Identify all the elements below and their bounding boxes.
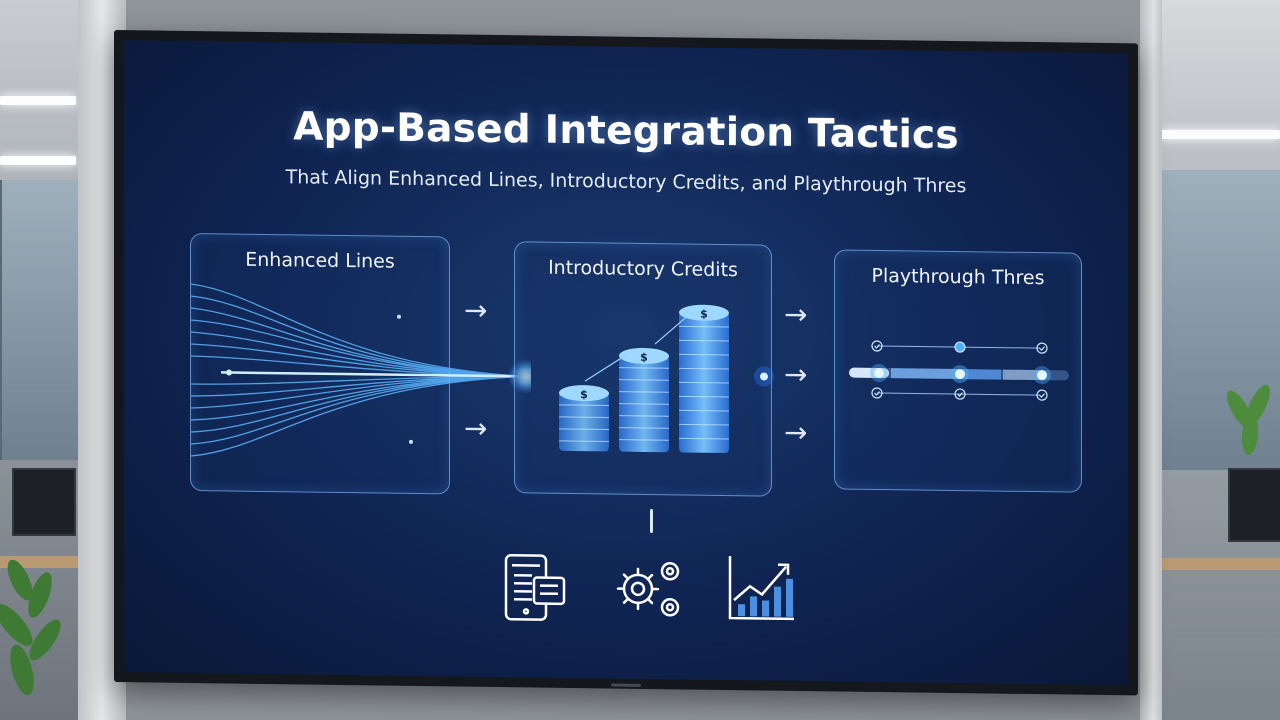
- office-plant-left: [0, 559, 61, 696]
- office-window-right: [1160, 170, 1280, 470]
- coin-stacks-graphic: $ $: [559, 304, 729, 453]
- ceiling-light: [0, 156, 76, 165]
- slide-subtitle: That Align Enhanced Lines, Introductory …: [285, 166, 967, 198]
- arrow-right-icon: →: [464, 293, 488, 327]
- flowing-lines-graphic: [191, 283, 531, 457]
- office-desk: [1160, 558, 1280, 570]
- ceiling-light: [1160, 130, 1280, 139]
- card-playthrough-thres: Playthrough Thres: [834, 249, 1082, 493]
- office-monitor: [12, 468, 76, 536]
- tablet-app-icon: [504, 553, 566, 621]
- progress-track-graphic: [849, 340, 1069, 401]
- progress-node: [870, 364, 888, 383]
- progress-node: [1033, 366, 1051, 385]
- arrow-right-icon: →: [784, 297, 808, 332]
- office-window-left: [0, 180, 80, 460]
- card-introductory-credits: Introductory Credits: [514, 241, 772, 497]
- svg-text:$: $: [580, 388, 588, 401]
- wall-tv: App-Based Integration Tactics That Align…: [114, 30, 1138, 696]
- arrow-right-icon: →: [784, 415, 808, 450]
- coin-stack-small: $: [559, 385, 609, 452]
- svg-text:$: $: [700, 308, 708, 321]
- divider: [650, 509, 653, 534]
- office-monitor: [1228, 468, 1280, 542]
- progress-node: [951, 365, 969, 384]
- gears-icon: [616, 562, 680, 617]
- coin-stack-tall: $: [679, 304, 729, 453]
- svg-text:$: $: [640, 351, 648, 364]
- tv-screen: App-Based Integration Tactics That Align…: [124, 40, 1128, 686]
- glow-dot-icon: [754, 366, 774, 387]
- coin-stack-medium: $: [619, 347, 669, 453]
- tv-brand-logo: [611, 683, 641, 687]
- growth-chart-icon: [728, 556, 794, 621]
- arrow-right-icon: →: [784, 357, 808, 392]
- ceiling-light: [0, 96, 76, 105]
- office-plant-right: [1227, 384, 1270, 455]
- office-pillar: [1140, 0, 1162, 720]
- slide-title: App-Based Integration Tactics: [293, 104, 959, 159]
- arrow-right-icon: →: [464, 411, 488, 445]
- card-enhanced-lines: Enhanced Lines: [190, 232, 531, 495]
